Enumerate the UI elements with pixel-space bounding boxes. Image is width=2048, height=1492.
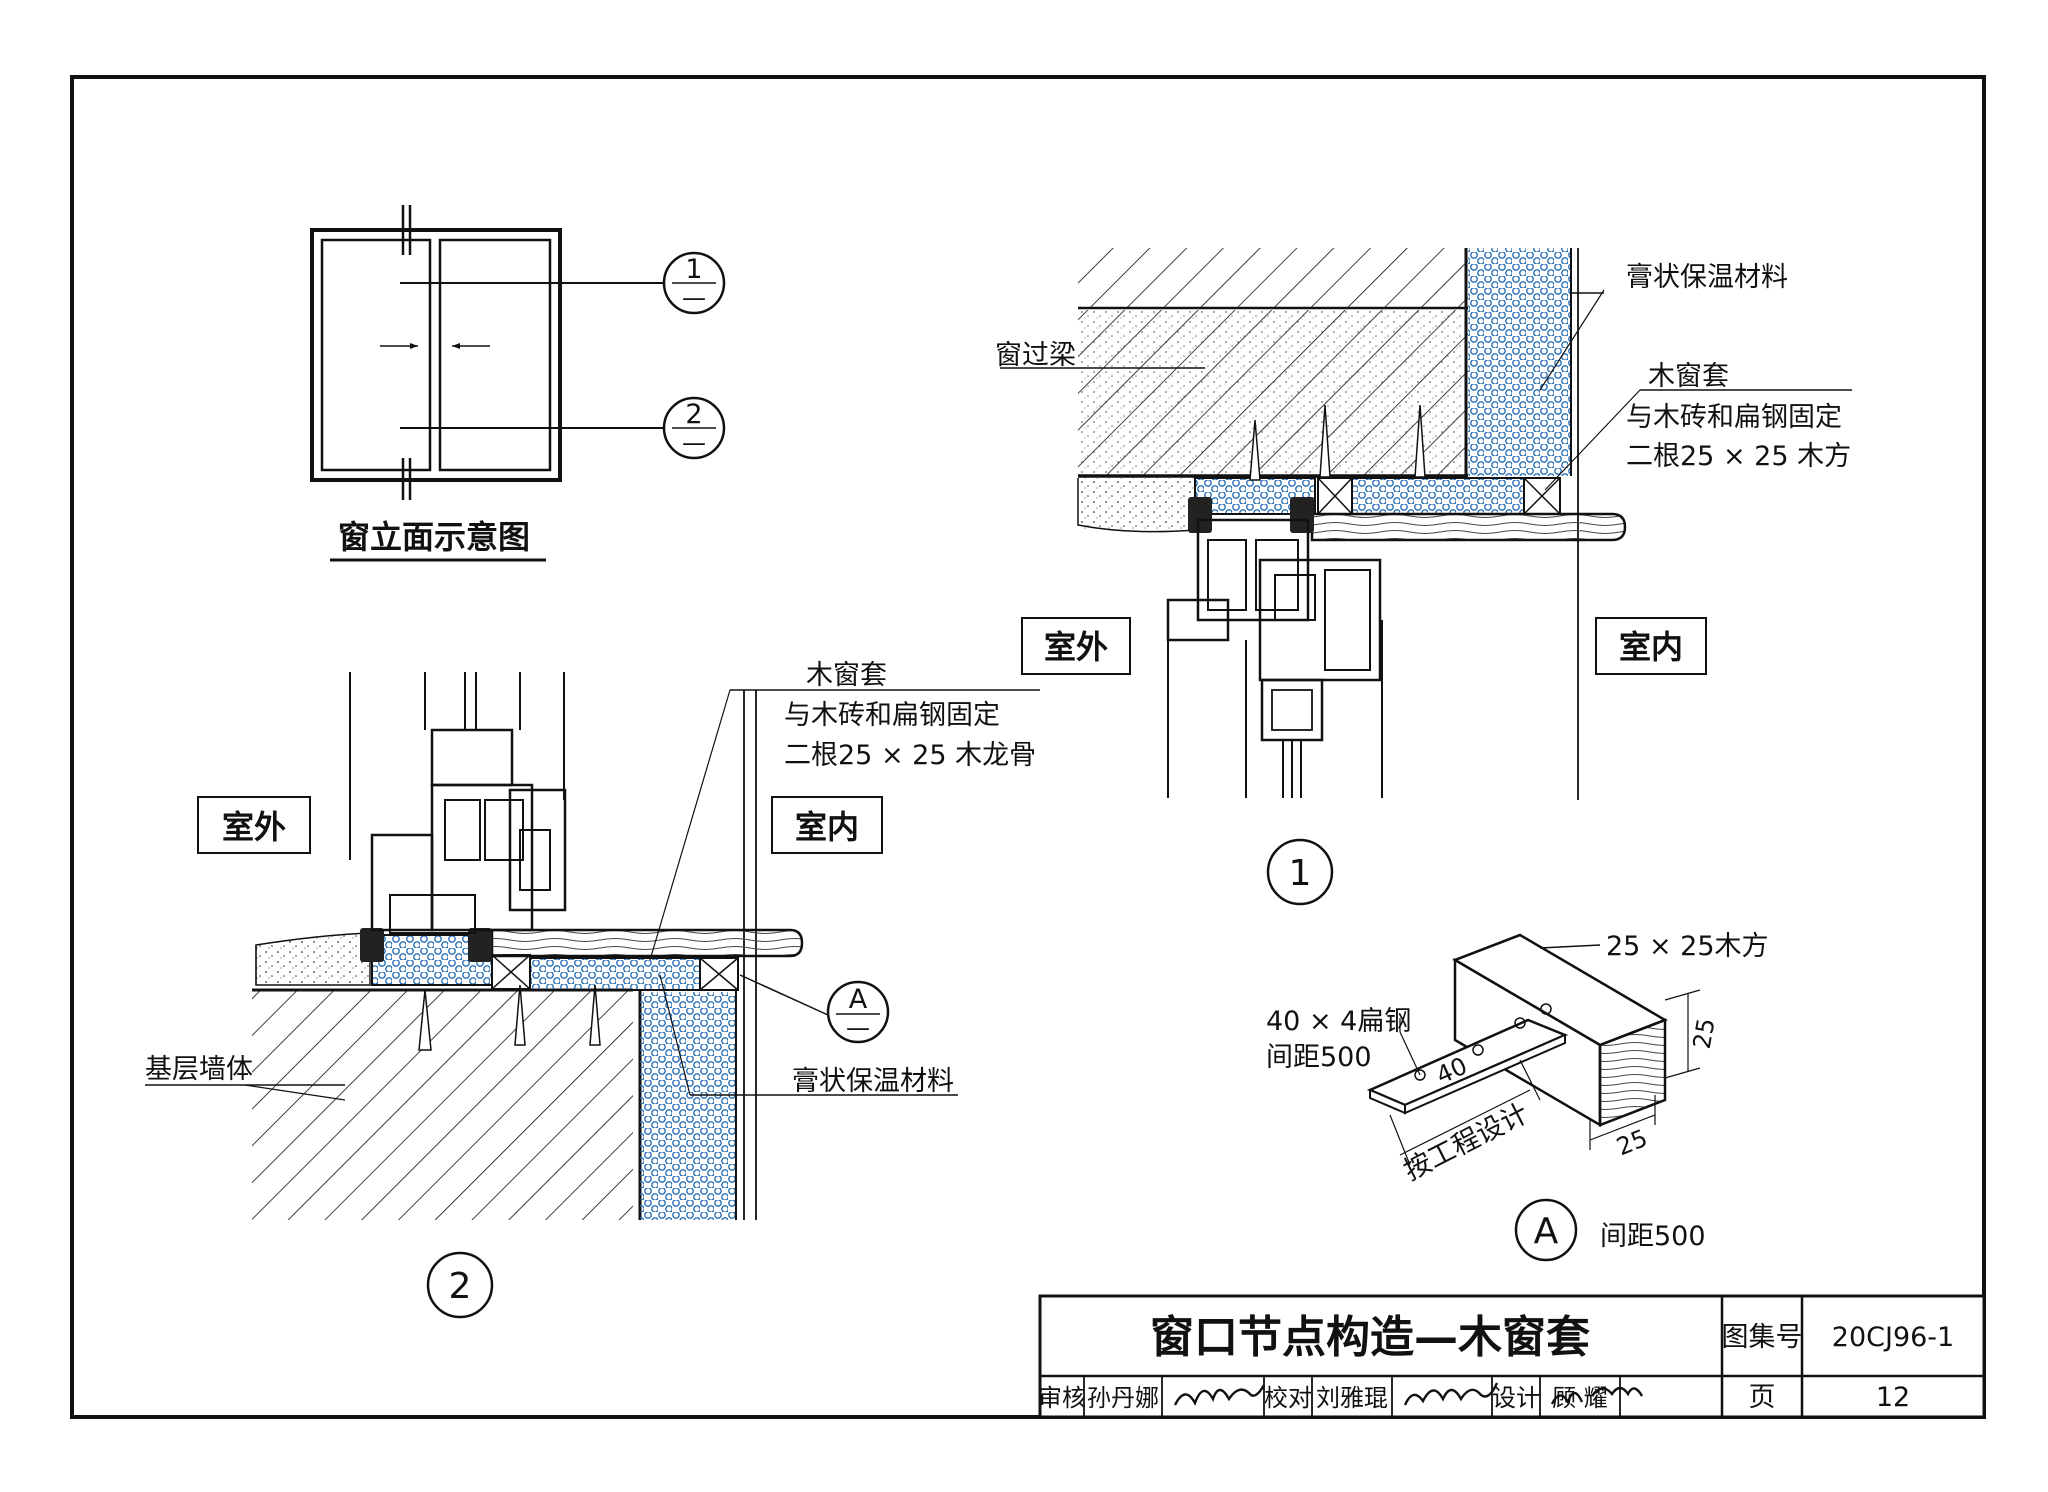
callout-2-number: 2 xyxy=(685,399,702,430)
d2-fix-line1: 与木砖和扁钢固定 xyxy=(784,700,1000,731)
atlas-label: 图集号 xyxy=(1722,1322,1803,1353)
d2-fix-line2: 二根25 × 25 木龙骨 xyxy=(784,740,1036,771)
detail-1 xyxy=(1000,248,1852,906)
d2-outside-label: 室外 xyxy=(222,808,286,846)
detail-A xyxy=(1366,933,1701,1262)
design-signature xyxy=(1550,1386,1644,1405)
d2-inside-label: 室内 xyxy=(795,808,859,846)
d2-number: 2 xyxy=(449,1266,472,1307)
dA-dim-25-vertical: 25 xyxy=(1688,1016,1721,1051)
page-number: 12 xyxy=(1876,1382,1910,1413)
d2-insulation-label: 膏状保温材料 xyxy=(792,1066,954,1097)
dA-steel-line2: 间距500 xyxy=(1266,1042,1372,1073)
dA-dim-design: 按工程设计 xyxy=(1399,1098,1533,1187)
detail-2 xyxy=(145,672,1040,1319)
d2-wood-frame-label: 木窗套 xyxy=(806,660,887,691)
d1-wood-frame-label: 木窗套 xyxy=(1648,361,1729,392)
atlas-number: 20CJ96-1 xyxy=(1832,1322,1954,1353)
check-label: 校对 xyxy=(1264,1384,1312,1412)
elevation-title: 窗立面示意图 xyxy=(338,518,530,556)
d2-base-wall-label: 基层墙体 xyxy=(145,1054,253,1085)
d2-callout-A-dash: — xyxy=(846,1014,870,1042)
d1-fix-line1: 与木砖和扁钢固定 xyxy=(1626,402,1842,433)
window-elevation xyxy=(310,205,726,500)
d1-lintel-label: 窗过梁 xyxy=(995,340,1076,371)
sheet-border xyxy=(70,75,1986,1419)
callout-1-dash: — xyxy=(682,284,706,312)
design-name: 顾 耀 xyxy=(1552,1384,1608,1412)
d1-insulation-label: 膏状保温材料 xyxy=(1626,262,1788,293)
d1-number: 1 xyxy=(1289,853,1312,894)
dA-spacing: 间距500 xyxy=(1600,1221,1706,1252)
check-signature xyxy=(1403,1382,1499,1406)
review-label: 审核 xyxy=(1038,1384,1086,1412)
d1-fix-line2: 二根25 × 25 木方 xyxy=(1626,441,1851,472)
check-name: 刘雅琨 xyxy=(1316,1384,1388,1412)
callout-2-dash: — xyxy=(682,429,706,457)
sheet-title: 窗口节点构造—木窗套 xyxy=(1150,1312,1590,1363)
dA-wood-label: 25 × 25木方 xyxy=(1606,931,1769,962)
d2-callout-A: A xyxy=(849,984,868,1015)
d1-inside-label: 室内 xyxy=(1619,628,1683,666)
design-label: 设计 xyxy=(1492,1384,1540,1412)
dA-steel-line1: 40 × 4扁钢 xyxy=(1266,1006,1411,1037)
d1-outside-label: 室外 xyxy=(1044,628,1108,666)
review-signature xyxy=(1173,1384,1266,1406)
callout-1-number: 1 xyxy=(685,254,702,285)
title-block xyxy=(1038,1294,1986,1419)
dA-callout: A xyxy=(1534,1211,1559,1252)
review-name: 孙丹娜 xyxy=(1087,1384,1159,1412)
page-label: 页 xyxy=(1749,1382,1776,1413)
